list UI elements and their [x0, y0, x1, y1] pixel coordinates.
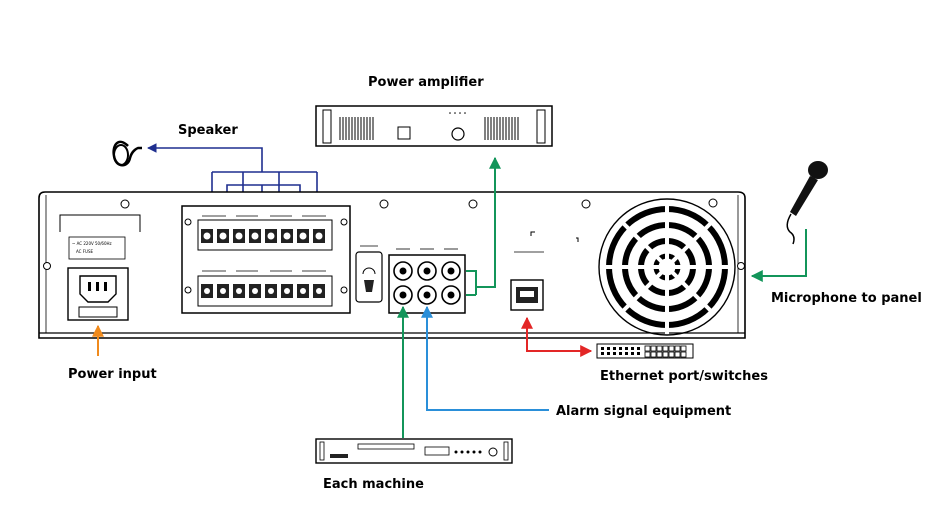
ethernet-label: Ethernet port/switches [600, 369, 768, 384]
rca-jack-icon [393, 261, 461, 305]
rca-jack-panel [388, 248, 466, 314]
speaker-icon [112, 140, 142, 167]
iec-power-socket-icon [67, 267, 129, 321]
usb-port-icon [510, 231, 579, 311]
power-input-label: Power input [68, 367, 157, 382]
ethernet-wire [521, 316, 593, 357]
source-machine-device [315, 438, 513, 464]
speaker-label: Speaker [178, 123, 238, 138]
network-switch-icon [596, 343, 694, 359]
alarm-label: Alarm signal equipment [556, 404, 731, 419]
power-amplifier-device [315, 105, 553, 147]
fan-icon [598, 198, 736, 336]
microphone-label: Microphone to panel [771, 291, 922, 306]
speaker-terminal-block [181, 205, 351, 314]
alarm-wire [421, 305, 549, 411]
remote-port-module [355, 245, 383, 303]
svg-text:AC FUSE: AC FUSE [76, 249, 93, 254]
power-amplifier-label: Power amplifier [368, 75, 484, 90]
microphone-wire [750, 229, 807, 282]
svg-text:~ AC 220V 50/60Hz: ~ AC 220V 50/60Hz [72, 241, 112, 246]
microphone-icon [786, 161, 828, 245]
each-machine-label: Each machine [323, 477, 424, 492]
label-plate: ~ AC 220V 50/60Hz AC FUSE [59, 214, 141, 260]
